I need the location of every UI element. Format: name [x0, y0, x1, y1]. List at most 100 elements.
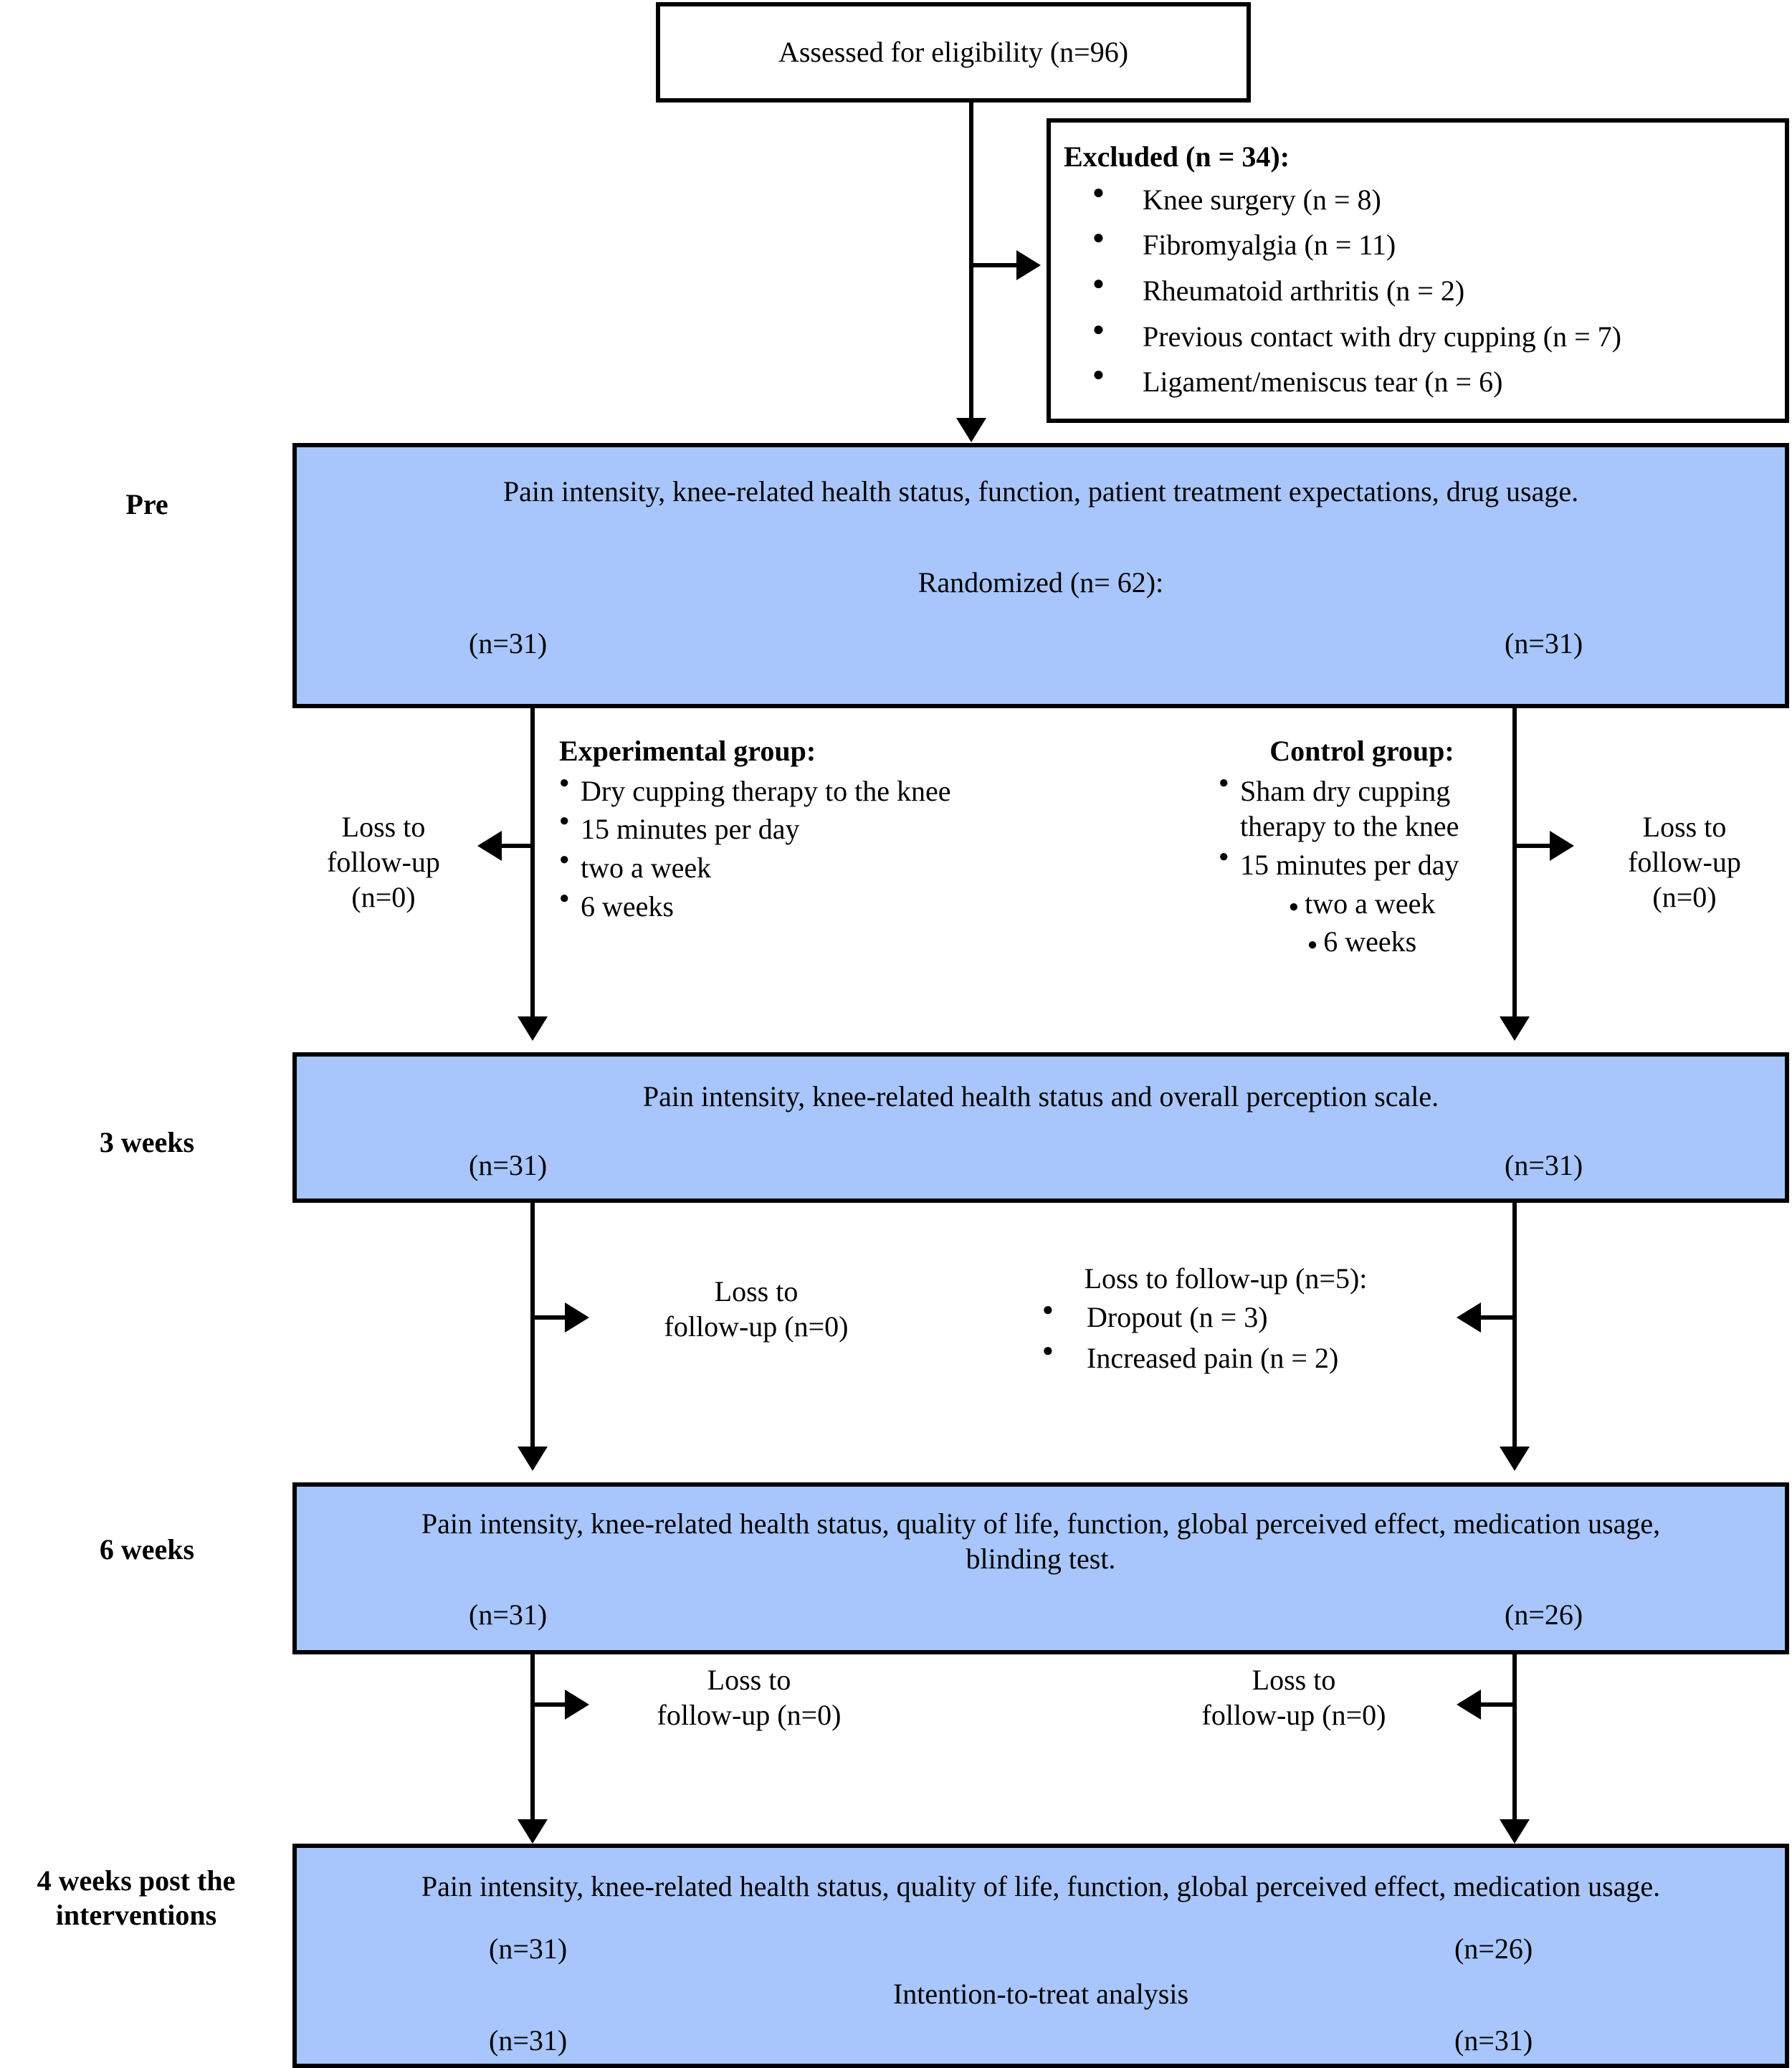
arrow-week3-to-week6-right: [1500, 1447, 1530, 1471]
list-item: Previous contact with dry cupping (n = 7…: [1051, 318, 1770, 355]
week6-measures-line1: Pain intensity, knee-related health stat…: [421, 1507, 1661, 1540]
assessed-for-eligibility-label: Assessed for eligibility (n=96): [778, 35, 1129, 68]
arrow-week3-to-week6-left: [518, 1447, 548, 1471]
loss-followup-week3-left: Loss to follow-up (n=0): [602, 1274, 910, 1345]
control-group-heading: Control group:: [1269, 735, 1454, 767]
loss-line1: Loss to: [1642, 811, 1727, 843]
loss-followup-alloc-right: Loss to follow-up (n=0): [1588, 810, 1781, 915]
loss-line2: follow-up: [327, 845, 440, 878]
connector-loss-alloc-right: [1517, 844, 1550, 848]
loss-line3: (n=0): [351, 880, 416, 913]
loss-followup-week6-right: Loss to follow-up (n=0): [1140, 1663, 1448, 1733]
final-observed-left-n: (n=31): [489, 1933, 568, 1965]
week6-assessment-box: Pain intensity, knee-related health stat…: [292, 1482, 1789, 1654]
loss-line3: (n=0): [1652, 880, 1717, 913]
connector-to-excluded: [973, 263, 1016, 267]
list-item: Dropout (n = 3): [1004, 1298, 1448, 1335]
arrow-to-excluded: [1016, 250, 1041, 280]
pre-right-n: (n=31): [1505, 627, 1583, 659]
arrow-loss-alloc-left: [477, 831, 502, 861]
excluded-box: Excluded (n = 34): Knee surgery (n = 8) …: [1047, 118, 1789, 423]
connector-loss-week3-left: [535, 1315, 565, 1320]
connector-loss-alloc-left: [502, 844, 535, 848]
arrow-loss-week3-right: [1457, 1302, 1481, 1333]
arrow-pre-to-week3-right: [1500, 1016, 1530, 1041]
timeline-label-post-line2: interventions: [55, 1899, 217, 1931]
arrow-loss-alloc-right: [1550, 831, 1574, 861]
control-group-block: Control group: Sham dry cupping therapy …: [1219, 734, 1505, 963]
connector-week3-to-week6-left: [530, 1203, 535, 1447]
list-item: ●6 weeks: [1307, 925, 1417, 958]
arrow-week6-to-final-right: [1500, 1819, 1530, 1844]
loss-line1: Loss to: [707, 1664, 791, 1696]
connector-loss-week6-right: [1481, 1702, 1514, 1707]
list-item: Knee surgery (n = 8): [1051, 181, 1770, 218]
connector-week6-to-final-left: [530, 1654, 535, 1819]
loss-line1: Loss to: [341, 811, 426, 843]
experimental-group-block: Experimental group: Dry cupping therapy …: [559, 734, 961, 927]
control-group-list: Sham dry cupping therapy to the knee 15 …: [1219, 773, 1505, 960]
week3-right-n: (n=31): [1505, 1149, 1583, 1181]
connector-pre-to-week3-left: [530, 708, 535, 1016]
loss-followup-week6-left: Loss to follow-up (n=0): [595, 1663, 903, 1733]
assessed-for-eligibility-box: Assessed for eligibility (n=96): [656, 2, 1251, 103]
intention-to-treat-label: Intention-to-treat analysis: [892, 1978, 1189, 2010]
list-item: Rheumatoid arthritis (n = 2): [1051, 272, 1770, 309]
connector-week3-to-week6-right: [1512, 1203, 1517, 1447]
list-item: 15 minutes per day: [559, 811, 961, 847]
connector-assessed-to-pre: [969, 103, 973, 418]
pre-measures-label: Pain intensity, knee-related health stat…: [502, 475, 1579, 508]
bullet-dot: ●: [1307, 935, 1318, 955]
loss-week3-right-heading: Loss to follow-up (n=5):: [1084, 1262, 1368, 1295]
loss-line2: follow-up (n=0): [664, 1310, 849, 1343]
pre-left-n: (n=31): [469, 627, 548, 659]
list-item: Fibromyalgia (n = 11): [1051, 226, 1770, 263]
week3-left-n: (n=31): [469, 1149, 548, 1181]
arrow-week6-to-final-left: [518, 1819, 548, 1844]
final-itt-left-n: (n=31): [489, 2024, 568, 2057]
loss-line1: Loss to: [1252, 1664, 1336, 1696]
list-item: Increased pain (n = 2): [1004, 1339, 1448, 1376]
loss-followup-alloc-left: Loss to follow-up (n=0): [287, 810, 480, 915]
loss-line2: follow-up: [1628, 845, 1741, 878]
arrow-loss-week6-left: [565, 1690, 589, 1720]
loss-followup-week3-right: Loss to follow-up (n=5): Dropout (n = 3)…: [1004, 1262, 1448, 1382]
list-item: 6 weeks: [559, 888, 961, 925]
connector-loss-week6-left: [535, 1702, 565, 1707]
experimental-group-heading: Experimental group:: [559, 735, 816, 767]
week6-left-n: (n=31): [469, 1598, 548, 1631]
loss-week3-right-list: Dropout (n = 3) Increased pain (n = 2): [1004, 1298, 1448, 1376]
randomized-label: Randomized (n= 62):: [918, 566, 1164, 599]
bullet-dot: ●: [1288, 897, 1300, 916]
list-item: 15 minutes per day: [1219, 847, 1505, 883]
final-measures-label: Pain intensity, knee-related health stat…: [421, 1870, 1661, 1902]
list-item: Dry cupping therapy to the knee: [559, 773, 961, 809]
connector-loss-week3-right: [1481, 1315, 1514, 1320]
loss-line1: Loss to: [714, 1275, 799, 1307]
excluded-heading: Excluded (n = 34):: [1064, 140, 1290, 173]
arrow-loss-week3-left: [565, 1302, 589, 1333]
list-item: Ligament/meniscus tear (n = 6): [1051, 363, 1770, 400]
list-item: Sham dry cupping therapy to the knee: [1219, 773, 1505, 844]
timeline-label-4-weeks-post: 4 weeks post the interventions: [0, 1864, 280, 1933]
timeline-label-pre: Pre: [125, 488, 168, 520]
loss-line2: follow-up (n=0): [657, 1698, 842, 1731]
week3-measures-label: Pain intensity, knee-related health stat…: [642, 1080, 1439, 1112]
connector-pre-to-week3-right: [1512, 708, 1517, 1016]
excluded-reasons-list: Knee surgery (n = 8) Fibromyalgia (n = 1…: [1051, 181, 1770, 400]
connector-week6-to-final-right: [1512, 1654, 1517, 1819]
arrow-pre-to-week3-left: [518, 1016, 548, 1041]
list-item: ●two a week: [1288, 887, 1436, 920]
week3-assessment-box: Pain intensity, knee-related health stat…: [292, 1052, 1789, 1203]
experimental-group-list: Dry cupping therapy to the knee 15 minut…: [559, 773, 961, 924]
final-assessment-box: Pain intensity, knee-related health stat…: [292, 1844, 1789, 2068]
arrow-loss-week6-right: [1457, 1690, 1481, 1720]
week6-measures-line2: blinding test.: [966, 1542, 1116, 1575]
loss-line2: follow-up (n=0): [1201, 1698, 1386, 1731]
timeline-label-3-weeks: 3 weeks: [99, 1126, 195, 1158]
pre-assessment-box: Pain intensity, knee-related health stat…: [292, 443, 1789, 708]
timeline-label-6-weeks: 6 weeks: [99, 1533, 195, 1566]
week6-right-n: (n=26): [1505, 1598, 1583, 1631]
final-observed-right-n: (n=26): [1454, 1933, 1533, 1965]
arrow-assessed-to-pre: [956, 418, 986, 442]
